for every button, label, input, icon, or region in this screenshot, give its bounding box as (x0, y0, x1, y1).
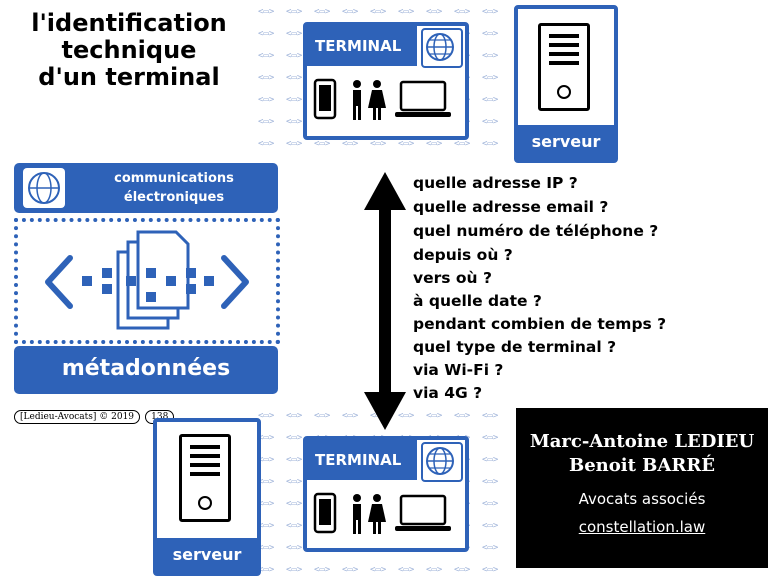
website-link[interactable]: constellation.law (578, 518, 706, 536)
question-3: quel numéro de téléphone ? (413, 222, 659, 240)
top-terminal-header: TERMINAL (307, 26, 417, 66)
communications-header: communications électroniques (14, 163, 278, 213)
top-server: serveur (514, 5, 618, 163)
communications-line-2: électroniques (123, 190, 225, 205)
metadata-content-box (14, 218, 280, 344)
metadata-footer: métadonnées (14, 346, 278, 394)
document-data-icon (45, 230, 249, 330)
communications-line-1: communications (114, 171, 234, 186)
question-6: à quelle date ? (413, 292, 542, 310)
bottom-terminal-label: TERMINAL (315, 451, 402, 469)
top-server-label-bar: serveur (518, 125, 614, 159)
author-name-1: Marc-Antoine LEDIEU (529, 431, 755, 452)
metadata-label: métadonnées (61, 356, 231, 381)
title-line-3: d'un terminal (38, 63, 220, 91)
signature-block: Marc-Antoine LEDIEU Benoit BARRÉ Avocats… (516, 408, 768, 568)
devices-icon (313, 492, 451, 534)
bottom-terminal-header: TERMINAL (307, 440, 417, 480)
globe-network-icon (23, 168, 65, 208)
question-4: depuis où ? (413, 246, 513, 264)
question-8: quel type de terminal ? (413, 338, 617, 356)
firm-label: Avocats associés (578, 490, 706, 508)
question-10: via 4G ? (413, 384, 483, 402)
globe-icon (421, 442, 463, 482)
bottom-server: serveur (153, 418, 261, 576)
credit-text: [Ledieu-Avocats] © 2019 (14, 410, 141, 424)
question-2: quelle adresse email ? (413, 198, 609, 216)
question-5: vers où ? (413, 269, 492, 287)
globe-icon (421, 28, 463, 68)
server-tower-icon (179, 434, 231, 522)
page-number: 138 (145, 410, 175, 424)
page-title: l'identification technique d'un terminal (14, 10, 244, 91)
bottom-server-label: serveur (172, 545, 242, 564)
question-7: pendant combien de temps ? (413, 315, 667, 333)
top-terminal-label: TERMINAL (315, 37, 402, 55)
question-9: via Wi-Fi ? (413, 361, 504, 379)
top-server-label: serveur (531, 132, 601, 151)
question-1: quelle adresse IP ? (413, 174, 578, 192)
bottom-terminal: TERMINAL (303, 436, 469, 552)
devices-icon (313, 78, 451, 120)
bottom-server-label-bar: serveur (157, 538, 257, 572)
top-terminal: TERMINAL (303, 22, 469, 140)
double-arrow-icon (364, 172, 406, 430)
author-name-2: Benoit BARRÉ (569, 455, 715, 476)
credit: [Ledieu-Avocats] © 2019 138 (14, 404, 175, 424)
server-tower-icon (538, 23, 590, 111)
title-line-1: l'identification (31, 9, 227, 37)
title-line-2: technique (61, 36, 197, 64)
